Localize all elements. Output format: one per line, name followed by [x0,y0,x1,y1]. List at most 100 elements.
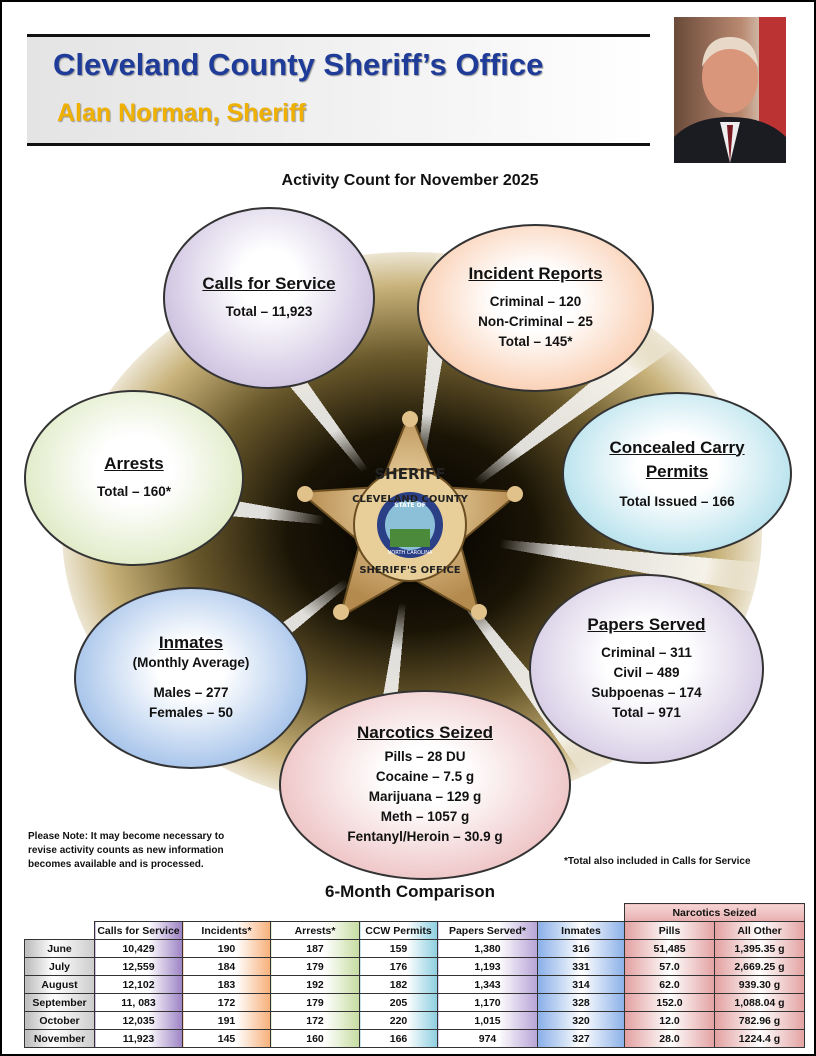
table-cell: 316 [537,939,625,958]
table-cell: 192 [270,975,360,994]
table-cell: 145 [182,1029,271,1048]
table-cell: 166 [359,1029,438,1048]
papers-criminal: Criminal – 311 [601,645,692,660]
column-header: Inmates [537,921,625,940]
table-cell: 176 [359,957,438,976]
narcotics-cocaine: Cocaine – 7.5 g [375,769,475,784]
table-cell: 12,102 [94,975,183,994]
table-cell: 1,395.35 g [714,939,805,958]
table-cell: 328 [537,993,625,1012]
table-cell: 205 [359,993,438,1012]
column-header: Pills [624,921,715,940]
table-cell: 179 [270,957,360,976]
calls-total: Total – 11,923 [225,304,313,319]
bubble-papers-served: Papers Served Criminal – 311 Civil – 489… [529,574,764,764]
inmates-subtitle: (Monthly Average) [132,655,250,670]
table-cell: 172 [270,1011,360,1030]
month-label: July [24,957,95,976]
narcotics-pills: Pills – 28 DU [384,749,466,764]
table-cell: 1,193 [437,957,538,976]
table-cell: 1,170 [437,993,538,1012]
column-header: Arrests* [270,921,360,940]
inmates-males: Males – 277 [153,685,229,700]
column-header: Incidents* [182,921,271,940]
bubble-title: Arrests [104,454,164,473]
table-cell: 12,559 [94,957,183,976]
table-cell: 11,923 [94,1029,183,1048]
seal-top-text: STATE OF [394,502,426,509]
narcotics-marijuana: Marijuana – 129 g [368,789,482,804]
table-cell: 331 [537,957,625,976]
table-cell: 12,035 [94,1011,183,1030]
table-cell: 190 [182,939,271,958]
table-cell: 183 [182,975,271,994]
activity-heading: Activity Count for November 2025 [281,172,539,189]
table-cell: 220 [359,1011,438,1030]
month-label: August [24,975,95,994]
month-label: September [24,993,95,1012]
badge-ring-top-text: CLEVELAND COUNTY [352,494,469,505]
sheriff-badge-icon: SHERIFF CLEVELAND COUNTY SHERIFF'S OFFIC… [297,409,523,620]
bubble-title: Calls for Service [202,274,336,293]
bubble-calls-for-service: Calls for Service Total – 11,923 [163,207,375,389]
incidents-total: Total – 145* [498,334,573,349]
header-banner: Cleveland County Sheriff’s Office Alan N… [27,34,650,146]
table-cell: 320 [537,1011,625,1030]
table-cell: 1,088.04 g [714,993,805,1012]
table-cell: 10,429 [94,939,183,958]
bubble-title: Concealed Carry Permits [609,437,745,481]
seal-bottom-text: NORTH CAROLINA [388,550,434,556]
table-cell: 327 [537,1029,625,1048]
sheriff-photo [674,17,786,163]
column-header: CCW Permits [359,921,438,940]
incidents-criminal: Criminal – 120 [489,294,582,309]
table-cell: 782.96 g [714,1011,805,1030]
narcotics-fentanyl: Fentanyl/Heroin – 30.9 g [347,829,503,844]
table-cell: 187 [270,939,360,958]
table-cell: 179 [270,993,360,1012]
badge-ring-bottom-text: SHERIFF'S OFFICE [359,565,460,576]
month-label: October [24,1011,95,1030]
badge-top-text: SHERIFF [374,465,445,483]
office-title: Cleveland County Sheriff’s Office [53,47,544,82]
bubble-title: Narcotics Seized [356,723,494,742]
revision-note: Please Note: It may become necessary to … [28,831,225,870]
footnote: *Total also included in Calls for Servic… [564,856,751,867]
comparison-heading: 6-Month Comparison [325,882,495,901]
table-cell: 51,485 [624,939,715,958]
bubble-inmates: Inmates (Monthly Average) Males – 277 Fe… [74,587,308,769]
blank-cell [25,922,95,940]
blank-cell [25,904,625,922]
table-cell: 152.0 [624,993,715,1012]
bubble-arrests: Arrests Total – 160* [24,390,244,566]
month-label: November [24,1029,95,1048]
table-cell: 12.0 [624,1011,715,1030]
table-cell: 11, 083 [94,993,183,1012]
table-cell: 1,343 [437,975,538,994]
table-cell: 57.0 [624,957,715,976]
bubble-incident-reports: Incident Reports Criminal – 120 Non-Crim… [417,224,654,392]
bubble-concealed-carry: Concealed Carry Permits Total Issued – 1… [562,392,792,555]
inmates-females: Females – 50 [148,705,234,720]
bubble-narcotics-seized: Narcotics Seized Pills – 28 DU Cocaine –… [279,690,571,880]
month-label: June [24,939,95,958]
column-header: All Other [714,921,805,940]
table-cell: 314 [537,975,625,994]
arrests-total: Total – 160* [96,484,172,499]
table-cell: 62.0 [624,975,715,994]
table-cell: 184 [182,957,271,976]
table-cell: 172 [182,993,271,1012]
table-cell: 1224.4 g [714,1029,805,1048]
table-cell: 1,380 [437,939,538,958]
table-cell: 182 [359,975,438,994]
table-cell: 160 [270,1029,360,1048]
sheriff-name: Alan Norman, Sheriff [57,99,306,127]
table-cell: 1,015 [437,1011,538,1030]
